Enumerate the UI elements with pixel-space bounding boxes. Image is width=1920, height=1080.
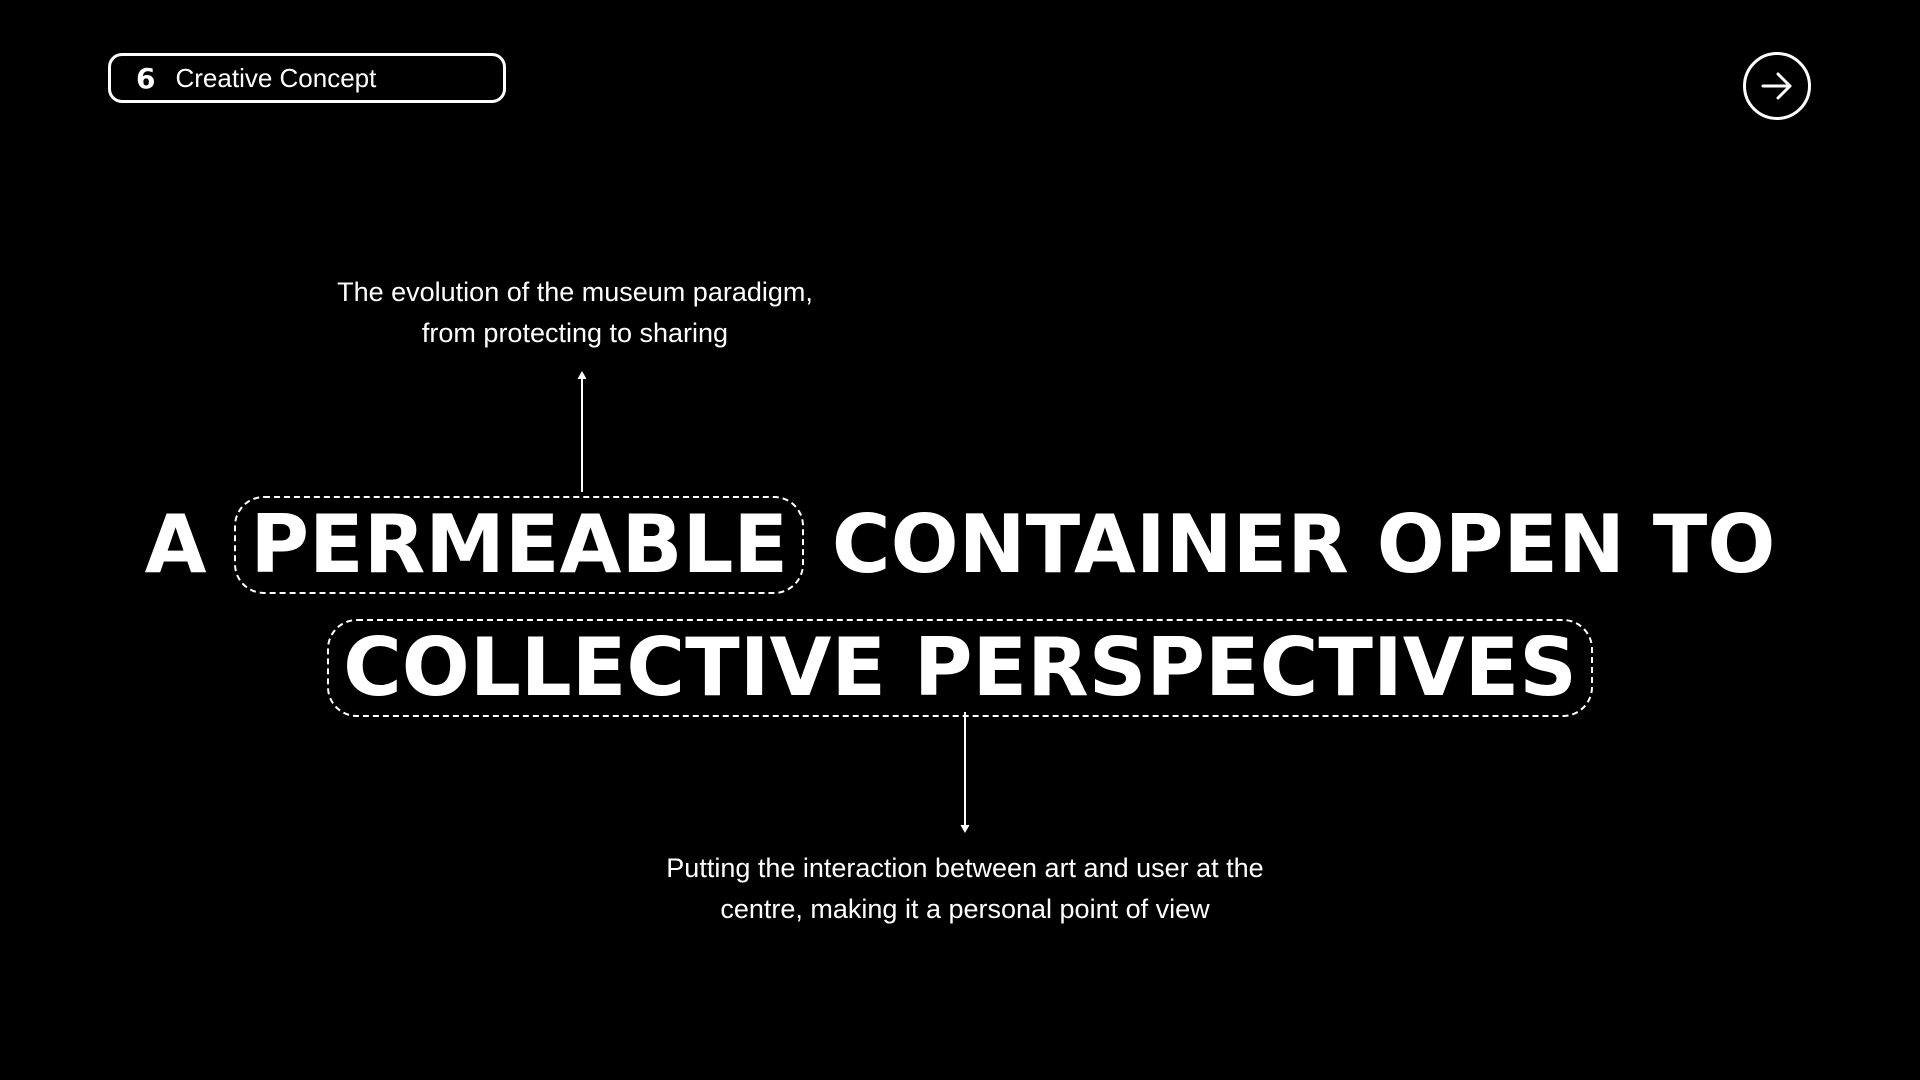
annotation-top-line-2: from protecting to sharing: [421, 318, 729, 348]
headline-line-2: COLLECTIVE PERSPECTIVES: [0, 608, 1920, 718]
headline-line-1: A PERMEABLE CONTAINER OPEN TO: [0, 485, 1920, 600]
arrow-right-icon: [1761, 72, 1792, 100]
section-badge: 6 Creative Concept: [108, 53, 506, 103]
annotation-bottom-line-1: Putting the interaction between art and …: [666, 853, 1264, 883]
arrow-down-connector: [960, 712, 970, 834]
annotation-bottom: Putting the interaction between art and …: [570, 848, 1360, 930]
section-number: 6: [136, 61, 156, 95]
headline-rest-line-1: CONTAINER OPEN TO: [831, 498, 1776, 592]
headline-word-a: A: [144, 498, 207, 592]
annotation-top-line-1: The evolution of the museum paradigm,: [337, 277, 813, 307]
annotation-top: The evolution of the museum paradigm, fr…: [280, 272, 870, 354]
section-title: Creative Concept: [175, 62, 377, 93]
annotation-bottom-line-2: centre, making it a personal point of vi…: [720, 894, 1210, 924]
highlight-collective-perspectives: COLLECTIVE PERSPECTIVES: [327, 619, 1593, 718]
arrow-up-connector: [577, 370, 587, 492]
next-slide-button[interactable]: [1743, 52, 1811, 120]
highlight-permeable: PERMEABLE: [234, 496, 805, 595]
